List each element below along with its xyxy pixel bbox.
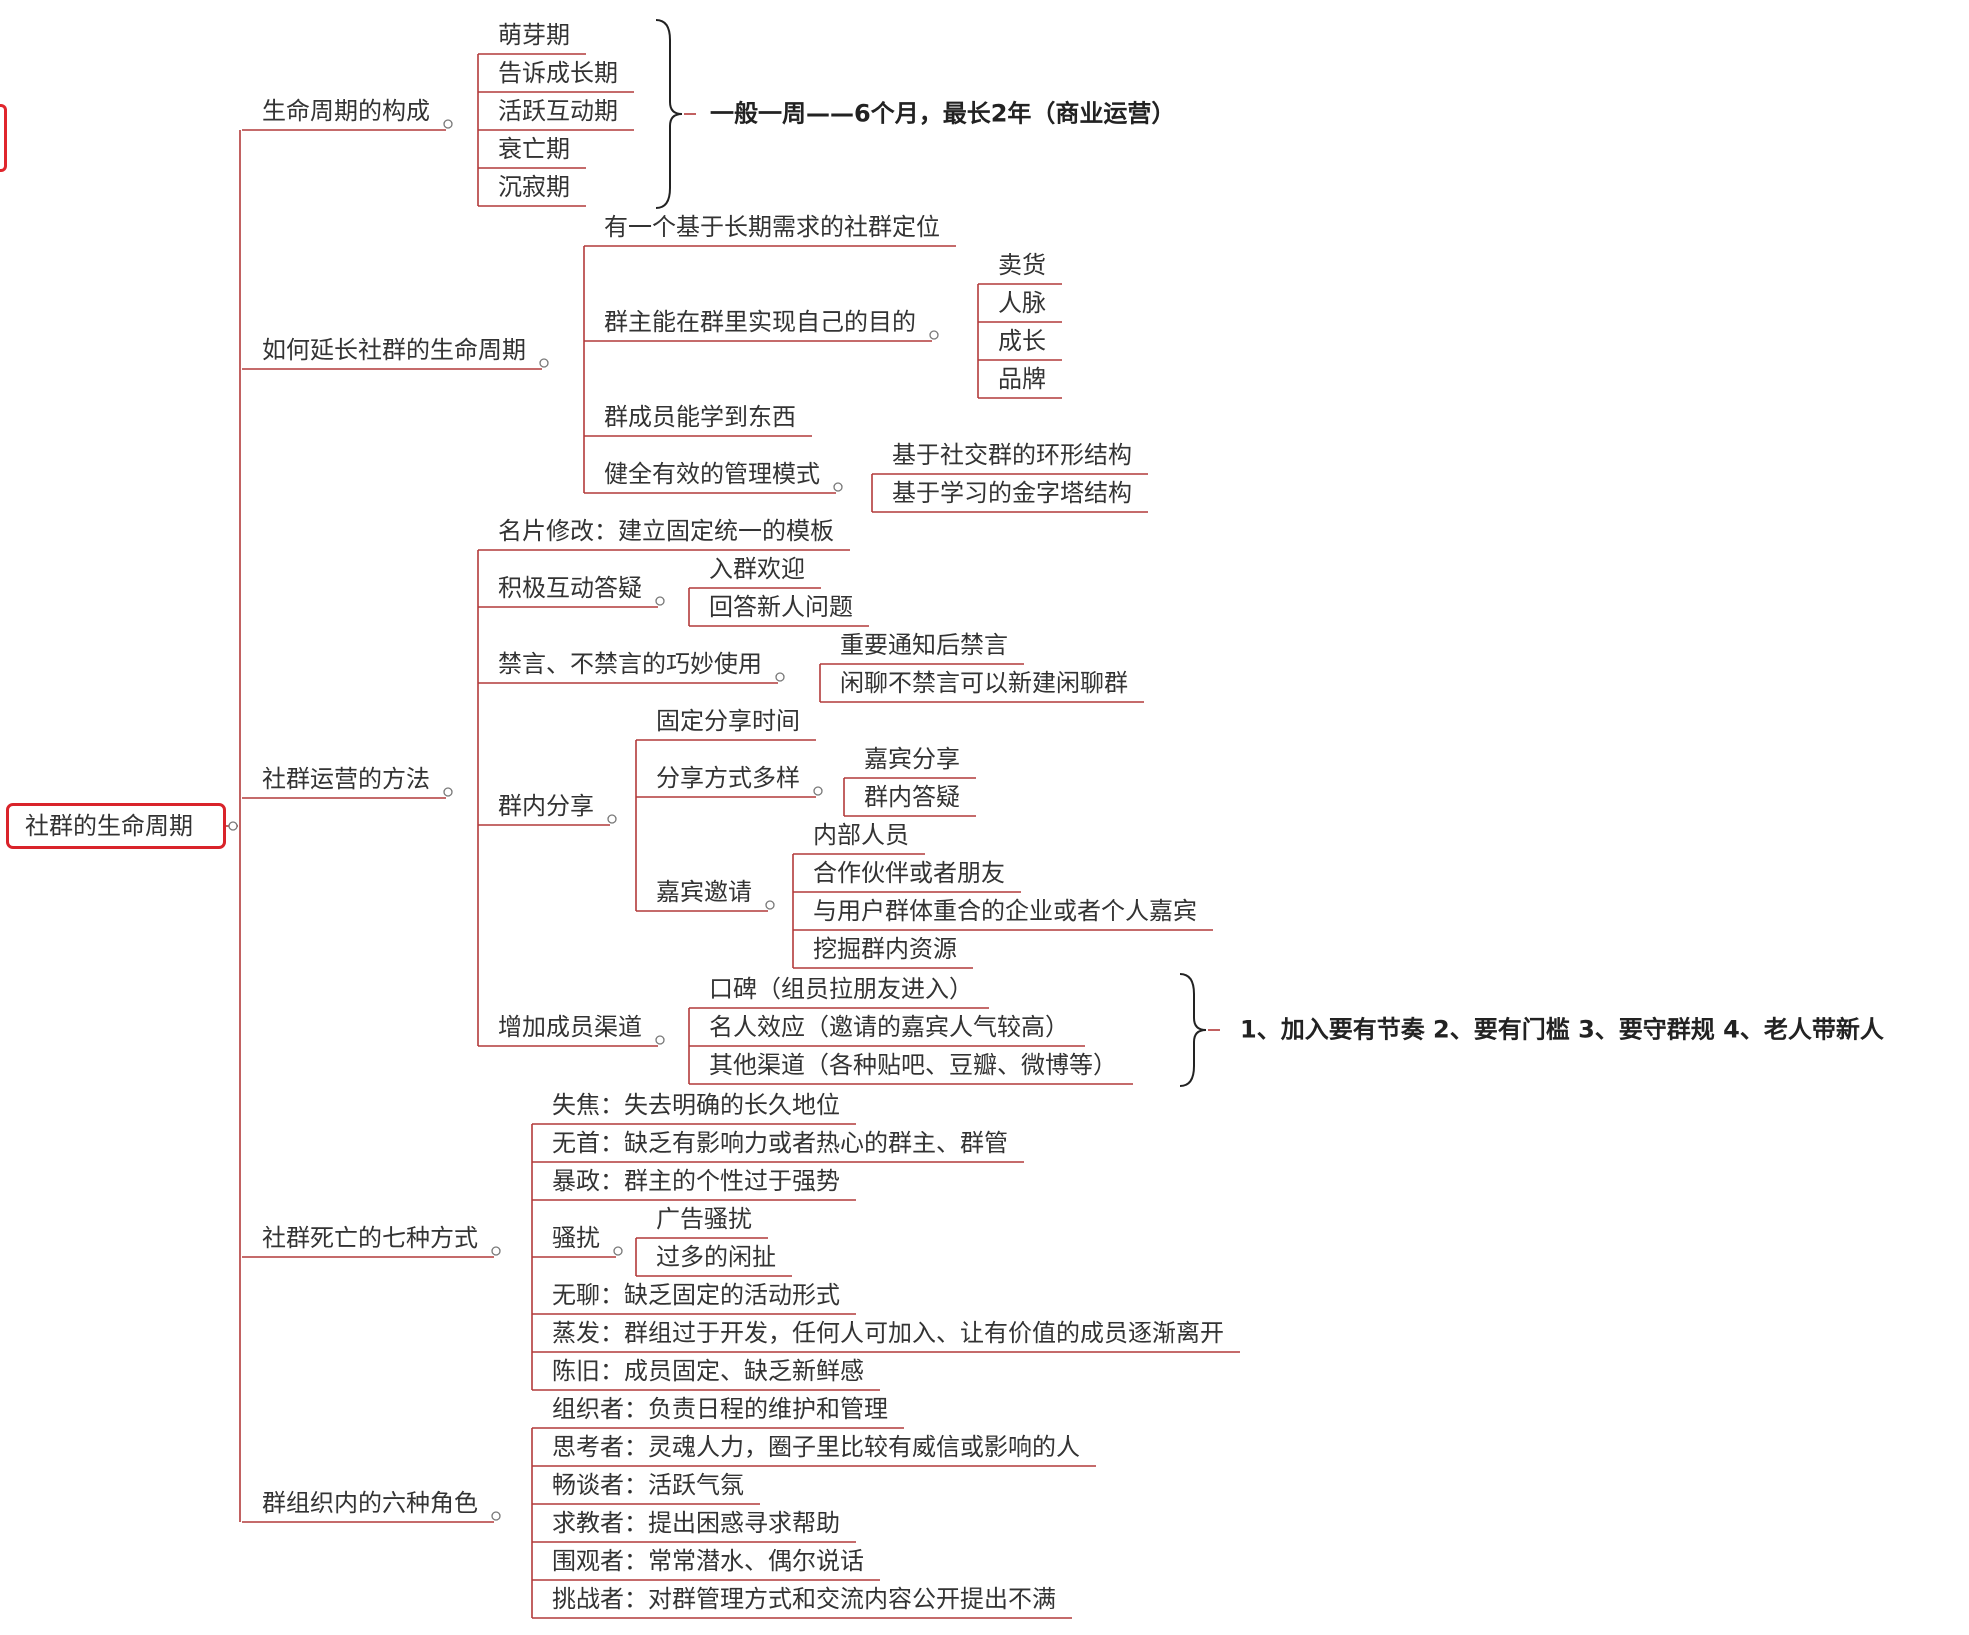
collapse-toggle-icon[interactable] — [491, 1511, 501, 1521]
share-sub-item[interactable]: 嘉宾分享 — [864, 745, 960, 773]
method-item[interactable]: 名片修改：建立固定统一的模板 — [498, 517, 834, 545]
death-item[interactable]: 失焦：失去明确的长久地位 — [552, 1091, 840, 1119]
share-item[interactable]: 分享方式多样 — [656, 764, 800, 792]
channel-item[interactable]: 其他渠道（各种贴吧、豆瓣、微博等） — [709, 1051, 1117, 1079]
branch-lifecycle[interactable]: 生命周期的构成 — [262, 97, 430, 125]
share-item[interactable]: 固定分享时间 — [656, 707, 800, 735]
guest-item[interactable]: 挖掘群内资源 — [813, 935, 957, 963]
role-item[interactable]: 挑战者：对群管理方式和交流内容公开提出不满 — [552, 1585, 1056, 1613]
extend-item[interactable]: 健全有效的管理模式 — [604, 460, 820, 488]
root-node[interactable]: 社群的生命周期 — [6, 803, 226, 849]
guest-item[interactable]: 合作伙伴或者朋友 — [813, 859, 1005, 887]
method-sub-item[interactable]: 回答新人问题 — [709, 593, 853, 621]
lifecycle-summary-note[interactable]: 一般一周——6个月，最长2年（商业运营） — [710, 99, 1176, 128]
collapse-toggle-icon[interactable] — [613, 1246, 623, 1256]
channel-item[interactable]: 口碑（组员拉朋友进入） — [709, 975, 973, 1003]
method-sub-item[interactable]: 闲聊不禁言可以新建闲聊群 — [840, 669, 1128, 697]
lifecycle-item[interactable]: 告诉成长期 — [498, 59, 618, 87]
death-item[interactable]: 暴政：群主的个性过于强势 — [552, 1167, 840, 1195]
structure-item[interactable]: 基于社交群的环形结构 — [892, 441, 1132, 469]
collapse-toggle-icon[interactable] — [655, 1035, 665, 1045]
collapse-toggle-icon[interactable] — [765, 900, 775, 910]
lifecycle-item[interactable]: 活跃互动期 — [498, 97, 618, 125]
collapse-toggle-icon[interactable] — [443, 119, 453, 129]
role-item[interactable]: 求教者：提出困惑寻求帮助 — [552, 1509, 840, 1537]
method-sub-item[interactable]: 入群欢迎 — [709, 555, 805, 583]
method-item[interactable]: 积极互动答疑 — [498, 574, 642, 602]
share-item[interactable]: 嘉宾邀请 — [656, 878, 752, 906]
death-item[interactable]: 无首：缺乏有影响力或者热心的群主、群管 — [552, 1129, 1008, 1157]
structure-item[interactable]: 基于学习的金字塔结构 — [892, 479, 1132, 507]
collapse-toggle-icon[interactable] — [929, 330, 939, 340]
collapse-toggle-icon[interactable] — [539, 358, 549, 368]
goal-item[interactable]: 品牌 — [998, 365, 1046, 393]
branch-roles[interactable]: 群组织内的六种角色 — [262, 1489, 478, 1517]
branch-methods[interactable]: 社群运营的方法 — [262, 765, 430, 793]
share-sub-item[interactable]: 群内答疑 — [864, 783, 960, 811]
offscreen-node-edge — [0, 104, 7, 172]
harass-item[interactable]: 广告骚扰 — [656, 1205, 752, 1233]
collapse-toggle-icon[interactable] — [228, 821, 238, 831]
role-item[interactable]: 思考者：灵魂人力，圈子里比较有威信或影响的人 — [552, 1433, 1080, 1461]
guest-item[interactable]: 与用户群体重合的企业或者个人嘉宾 — [813, 897, 1197, 925]
extend-item[interactable]: 有一个基于长期需求的社群定位 — [604, 213, 940, 241]
role-item[interactable]: 组织者：负责日程的维护和管理 — [552, 1395, 888, 1423]
role-item[interactable]: 畅谈者：活跃气氛 — [552, 1471, 744, 1499]
death-item[interactable]: 蒸发：群组过于开发，任何人可加入、让有价值的成员逐渐离开 — [552, 1319, 1224, 1347]
goal-item[interactable]: 人脉 — [998, 289, 1046, 317]
lifecycle-item[interactable]: 萌芽期 — [498, 21, 570, 49]
goal-item[interactable]: 卖货 — [998, 251, 1046, 279]
lifecycle-item[interactable]: 衰亡期 — [498, 135, 570, 163]
collapse-toggle-icon[interactable] — [833, 482, 843, 492]
lifecycle-item[interactable]: 沉寂期 — [498, 173, 570, 201]
harass-item[interactable]: 过多的闲扯 — [656, 1243, 776, 1271]
collapse-toggle-icon[interactable] — [607, 814, 617, 824]
method-item[interactable]: 群内分享 — [498, 792, 594, 820]
channel-item[interactable]: 名人效应（邀请的嘉宾人气较高） — [709, 1013, 1069, 1041]
collapse-toggle-icon[interactable] — [775, 672, 785, 682]
collapse-toggle-icon[interactable] — [443, 787, 453, 797]
method-sub-item[interactable]: 重要通知后禁言 — [840, 631, 1008, 659]
death-item[interactable]: 陈旧：成员固定、缺乏新鲜感 — [552, 1357, 864, 1385]
goal-item[interactable]: 成长 — [998, 327, 1046, 355]
role-item[interactable]: 围观者：常常潜水、偶尔说话 — [552, 1547, 864, 1575]
channel-summary-note[interactable]: 1、加入要有节奏 2、要有门槛 3、要守群规 4、老人带新人 — [1240, 1015, 1884, 1044]
branch-extend[interactable]: 如何延长社群的生命周期 — [262, 336, 526, 364]
extend-item[interactable]: 群成员能学到东西 — [604, 403, 796, 431]
extend-item[interactable]: 群主能在群里实现自己的目的 — [604, 308, 916, 336]
death-item[interactable]: 骚扰 — [552, 1224, 600, 1252]
collapse-toggle-icon[interactable] — [813, 786, 823, 796]
branch-death[interactable]: 社群死亡的七种方式 — [262, 1224, 478, 1252]
lifecycle-brace — [655, 19, 683, 209]
channel-brace — [1179, 973, 1207, 1087]
collapse-toggle-icon[interactable] — [655, 596, 665, 606]
method-item[interactable]: 增加成员渠道 — [498, 1013, 642, 1041]
guest-item[interactable]: 内部人员 — [813, 821, 909, 849]
method-item[interactable]: 禁言、不禁言的巧妙使用 — [498, 650, 762, 678]
collapse-toggle-icon[interactable] — [491, 1246, 501, 1256]
death-item[interactable]: 无聊：缺乏固定的活动形式 — [552, 1281, 840, 1309]
